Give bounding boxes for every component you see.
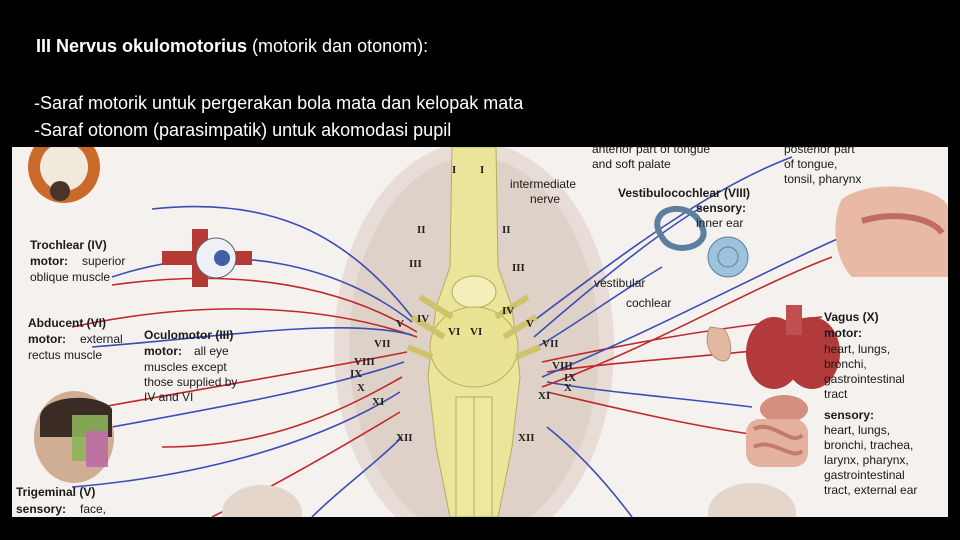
title-rest: (motorik dan otonom): [247,36,429,56]
top-right-label-2: of tongue, [784,157,837,171]
eyeball-illustration [28,147,100,203]
intermediate-label-1: intermediate [510,177,576,191]
oculomotor-desc-3: those supplied by [144,375,237,389]
title-bold: III Nervus okulomotorius [36,36,248,56]
vagus-sensory-4: gastrointestinal [824,468,905,482]
oculomotor-desc-1: all eye [194,344,229,358]
numeral-XII-left: XII [396,432,413,444]
cranial-nerves-figure: I I II II III III IV IV V V VI VI VII VI… [12,147,948,517]
numeral-VI-left: VI [448,326,460,338]
numeral-I-right: I [480,164,484,176]
top-center-label-1: anterior part of tongue [592,147,710,156]
abducent-desc-2: rectus muscle [28,348,102,362]
numeral-VIII-left: VIII [354,356,375,368]
ear-illustration [706,326,732,362]
cochlear-label: cochlear [626,296,671,310]
slide-title: III Nervus okulomotorius (motorik dan ot… [36,36,428,57]
numeral-IX-left: IX [350,368,362,380]
numeral-XI-left: XI [372,396,384,408]
top-right-label-1: posterior part [784,147,855,156]
vestibular-label: vestibular [594,276,645,290]
oculomotor-motor-label: motor: [144,344,182,358]
numeral-VIII-right: VIII [552,360,573,372]
trochlear-desc-1: superior [82,254,125,268]
numeral-VII-left: VII [374,338,391,350]
vagus-title: Vagus (X) [824,310,879,324]
bullet-item-motor: -Saraf motorik untuk pergerakan bola mat… [34,93,524,113]
numeral-I-left: I [452,164,456,176]
abducent-desc-1: external [80,332,123,346]
numeral-IV-left: IV [417,313,429,325]
top-center-label-2: and soft palate [592,157,671,171]
trigeminal-desc: face, [80,502,106,516]
intermediate-label-2: nerve [530,192,560,206]
heart-lungs-illustration [746,305,840,389]
numeral-III-left: III [409,258,422,270]
oculomotor-desc-4: IV and VI [144,390,193,404]
top-right-label-3: tonsil, pharynx [784,172,861,186]
trochlear-desc-2: oblique muscle [30,270,110,284]
numeral-XI-right: XI [538,390,550,402]
vagus-motor-3: gastrointestinal [824,372,905,386]
vagus-motor-1: heart, lungs, [824,342,890,356]
numeral-X-right: X [564,382,572,394]
vagus-motor-label: motor: [824,326,862,340]
gastrointestinal-illustration [746,395,808,467]
numeral-II-left: II [417,224,426,236]
oculomotor-title: Oculomotor (III) [144,328,233,342]
numeral-V-left: V [396,318,404,330]
numeral-IV-right: IV [502,305,514,317]
oculomotor-desc-2: muscles except [144,360,227,374]
numeral-VI-right: VI [470,326,482,338]
trochlear-eye-illustration [162,229,252,287]
numeral-XII-right: XII [518,432,535,444]
numeral-VII-right: VII [542,338,559,350]
vestibulocochlear-title: Vestibulocochlear (VIII) [618,186,750,200]
lower-right-skull [708,483,796,517]
numeral-V-right: V [526,318,534,330]
numeral-IX-right: IX [564,372,576,384]
lower-left-skull [222,485,302,517]
abducent-motor-label: motor: [28,332,66,346]
numeral-II-right: II [502,224,511,236]
bullet-item-autonomic: -Saraf otonom (parasimpatik) untuk akomo… [34,120,452,140]
trigeminal-sensory-label: sensory: [16,502,66,516]
numeral-X-left: X [357,382,365,394]
trochlear-motor-label: motor: [30,254,68,268]
vestibulocochlear-sensory-label: sensory: [696,201,746,215]
trigeminal-title: Trigeminal (V) [16,485,95,499]
cranial-nerves-illustration: I I II II III III IV IV V V VI VI VII VI… [16,147,948,517]
vagus-sensory-3: larynx, pharynx, [824,453,909,467]
bullet-list: -Saraf motorik untuk pergerakan bola mat… [34,90,523,144]
trochlear-title: Trochlear (IV) [30,238,107,252]
vagus-sensory-2: bronchi, trachea, [824,438,913,452]
inner-ear-illustration [654,206,749,278]
vagus-sensory-1: heart, lungs, [824,423,890,437]
head-illustration [34,391,114,483]
vagus-sensory-5: tract, external ear [824,483,917,497]
nerve-numerals: I I II II III III IV IV V V VI VI VII VI… [350,164,576,444]
vagus-motor-4: tract [824,387,848,401]
vestibulocochlear-desc: inner ear [696,216,743,230]
abducent-title: Abducent (VI) [28,316,106,330]
vagus-sensory-label: sensory: [824,408,874,422]
numeral-III-right: III [512,262,525,274]
vagus-motor-2: bronchi, [824,357,867,371]
brainstem [406,147,542,517]
tongue-pharynx-illustration [835,186,948,277]
